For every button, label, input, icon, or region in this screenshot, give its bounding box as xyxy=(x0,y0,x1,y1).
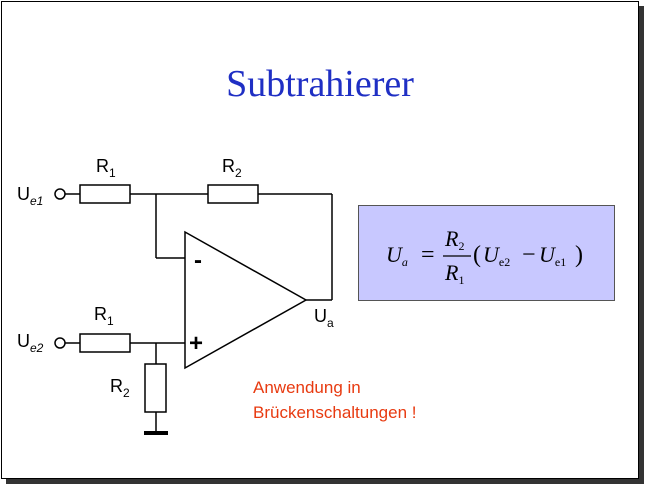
resistor-r2-feedback xyxy=(207,184,259,204)
input1-terminal xyxy=(54,188,66,200)
formula-lhs: Ua xyxy=(386,242,408,269)
formula: Ua = R2 R1 ( Ue2 − Ue1 ) xyxy=(386,226,583,287)
label-r2-ground: R2 xyxy=(110,376,130,400)
formula-equals: = xyxy=(421,242,435,268)
formula-term2: Ue1 xyxy=(539,242,566,269)
label-r1-top: R1 xyxy=(96,156,116,180)
note-line1: Anwendung in xyxy=(253,378,361,397)
resistor-r1-top xyxy=(79,184,131,204)
label-output: Ua xyxy=(314,306,334,330)
label-r2-feedback: R2 xyxy=(222,156,242,180)
note-line2: Brückenschaltungen ! xyxy=(253,403,417,422)
opamp-minus-sign: - xyxy=(194,247,202,274)
resistor-r1-bottom xyxy=(79,333,131,353)
formula-denominator: R1 xyxy=(444,260,464,287)
input2-terminal xyxy=(54,337,66,349)
formula-box: Ua = R2 R1 ( Ue2 − Ue1 ) xyxy=(358,205,615,301)
label-r1-bottom: R1 xyxy=(94,304,114,328)
resistor-r2-ground xyxy=(144,363,167,413)
opamp-triangle xyxy=(184,230,308,370)
formula-minus: − xyxy=(522,242,536,268)
application-note: Anwendung in Brückenschaltungen ! xyxy=(253,375,513,425)
formula-term1: Ue2 xyxy=(483,242,510,269)
formula-close-paren: ) xyxy=(575,242,583,268)
label-input1: Ue1 xyxy=(17,184,43,208)
slide-title: Subtrahierer xyxy=(226,63,414,105)
formula-numerator: R2 xyxy=(444,226,464,253)
formula-open-paren: ( xyxy=(473,242,481,268)
label-input2: Ue2 xyxy=(17,331,44,355)
opamp-plus-sign: + xyxy=(189,330,203,357)
